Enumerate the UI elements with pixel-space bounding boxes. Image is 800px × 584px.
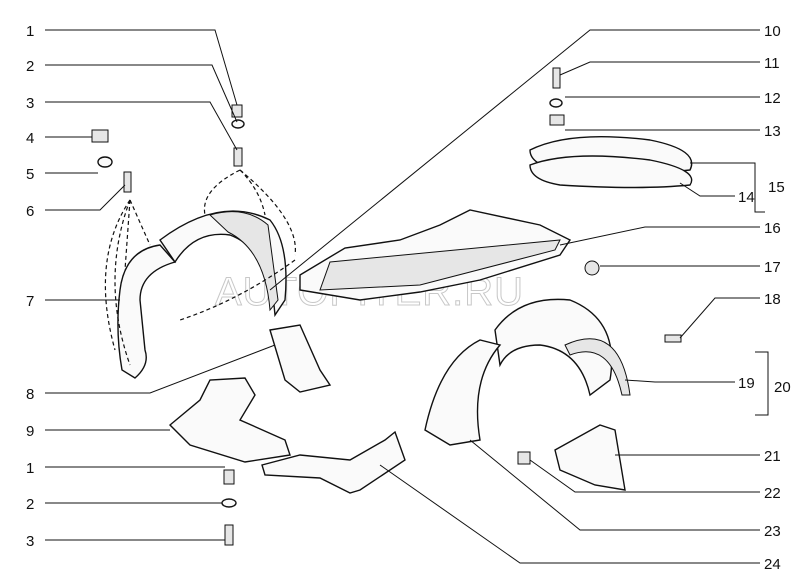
callout-16: 16 (764, 220, 781, 237)
heat-shield (299, 209, 572, 301)
callout-1: 1 (26, 23, 34, 40)
callout-10: 10 (764, 23, 781, 40)
callout-11: 11 (764, 55, 780, 72)
callout-2b: 2 (26, 496, 34, 513)
callout-19: 19 (738, 375, 755, 392)
exhaust-shield-set (529, 67, 693, 189)
engine-undershield (168, 377, 291, 463)
callout-23: 23 (764, 523, 781, 540)
callout-14: 14 (738, 189, 755, 206)
callouts-left: 1 2 3 4 5 6 7 8 9 1 2 3 (26, 23, 34, 550)
callout-7: 7 (26, 293, 34, 310)
fasteners-top-left (91, 104, 245, 193)
callouts-right: 10 11 12 13 14 15 16 17 18 19 20 21 22 2… (738, 23, 791, 573)
front-wheel-arch-liner (117, 210, 287, 379)
mudflap-front (269, 324, 332, 393)
callout-18: 18 (764, 291, 781, 308)
leader-lines (45, 29, 769, 564)
nut (584, 260, 600, 276)
callout-20: 20 (774, 379, 791, 396)
callout-24: 24 (764, 556, 781, 573)
callout-15: 15 (768, 179, 785, 196)
callout-1b: 1 (26, 460, 34, 477)
fasteners-bottom-left (221, 469, 237, 546)
callout-22: 22 (764, 485, 781, 502)
callout-3b: 3 (26, 533, 34, 550)
callout-3: 3 (26, 95, 34, 112)
callout-21: 21 (764, 448, 781, 465)
callout-6: 6 (26, 203, 34, 220)
callout-17: 17 (764, 259, 781, 276)
underbody-shield (261, 430, 406, 494)
dashed-fastener-lines (104, 169, 296, 366)
callout-9: 9 (26, 423, 34, 440)
callout-4: 4 (26, 130, 34, 147)
callout-2: 2 (26, 58, 34, 75)
rear-wheel-arch-liner (424, 298, 631, 446)
callout-12: 12 (764, 90, 781, 107)
rear-mudflap (517, 334, 682, 491)
callout-13: 13 (764, 123, 781, 140)
callout-8: 8 (26, 386, 34, 403)
callout-5: 5 (26, 166, 34, 183)
